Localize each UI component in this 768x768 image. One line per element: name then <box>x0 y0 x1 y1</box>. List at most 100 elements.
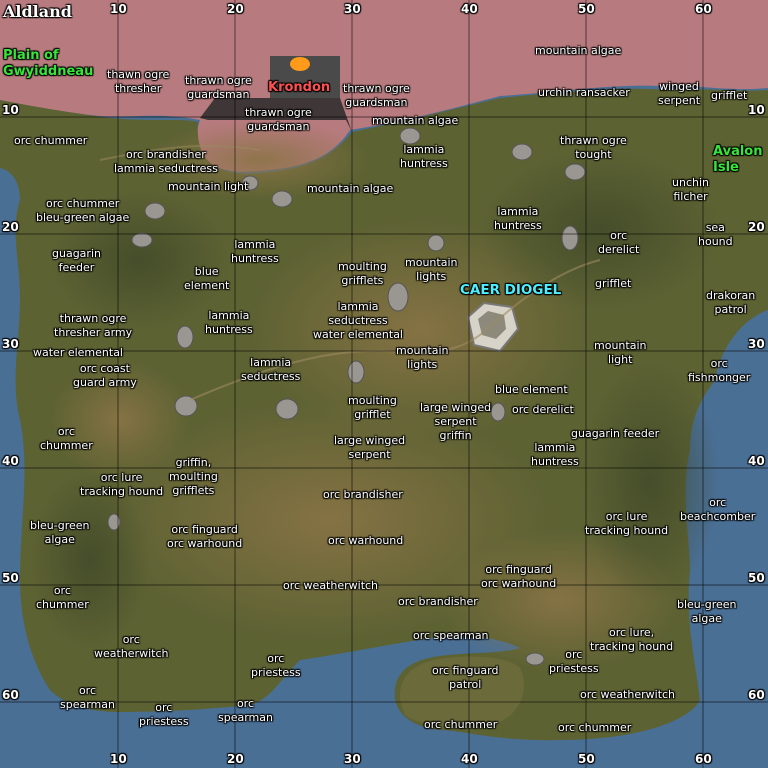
coord-top: 10 <box>110 2 127 16</box>
monster-label: blue element <box>495 383 568 396</box>
coord-top: 40 <box>461 2 478 16</box>
krondon-fire <box>290 57 310 71</box>
monster-label: orc spearman <box>413 629 489 642</box>
region-line: Isle <box>713 160 739 175</box>
monster-label: orc lure,tracking hound <box>590 626 674 653</box>
southern-peninsula <box>399 656 524 727</box>
coord-left: 30 <box>2 337 19 351</box>
region-line: Gwyiddneau <box>3 64 94 79</box>
monster-label: orc chummer <box>558 721 632 734</box>
coord-left: 20 <box>2 220 19 234</box>
coord-left: 40 <box>2 454 19 468</box>
coord-left: 10 <box>2 103 19 117</box>
town-caer-diogel: CAER DIOGEL <box>460 282 562 298</box>
coord-right: 30 <box>748 337 765 351</box>
coord-left: 60 <box>2 688 19 702</box>
coord-top: 50 <box>578 2 595 16</box>
coord-right: 20 <box>748 220 765 234</box>
trail <box>99 144 261 161</box>
coord-top: 30 <box>344 2 361 16</box>
coord-right: 10 <box>748 103 765 117</box>
monster-label: mountain algae <box>535 44 622 57</box>
town-krondon: Krondon <box>268 80 331 95</box>
monster-label: mountain algae <box>307 182 394 195</box>
region-line: Avalon <box>713 144 763 159</box>
monster-label: mountain algae <box>372 114 459 127</box>
monster-label: orc chummer <box>424 718 498 731</box>
monster-label: mountain light <box>168 180 249 193</box>
monster-label: water elemental <box>33 346 123 359</box>
monster-label: orc chummer <box>14 134 88 147</box>
region-avalon-isle: Avalon Isle <box>713 144 763 176</box>
region-plain-of-gwyiddneau: Plain of Gwyiddneau <box>3 48 93 80</box>
highland <box>0 0 768 172</box>
monster-label: orc brandisher <box>398 595 478 608</box>
coord-top: 60 <box>695 2 712 16</box>
coord-bottom: 30 <box>344 752 361 766</box>
coord-left: 50 <box>2 571 19 585</box>
map-title: Aldland <box>3 2 72 21</box>
trail <box>189 259 601 401</box>
monster-label: orc weatherwitch <box>580 688 676 701</box>
monster-label: guagarin feeder <box>571 427 660 440</box>
monster-label: grifflet <box>595 277 632 290</box>
monster-label: grifflet <box>711 89 748 102</box>
monster-label: urchin ransacker <box>538 86 630 99</box>
coord-bottom: 50 <box>578 752 595 766</box>
coord-bottom: 20 <box>227 752 244 766</box>
monster-label: orc derelict <box>512 403 574 416</box>
region-line: Plain of <box>3 48 59 63</box>
monster-label: orc warhound <box>328 534 404 547</box>
coord-right: 50 <box>748 571 765 585</box>
coord-right: 40 <box>748 454 765 468</box>
monster-label: orc weatherwitch <box>283 579 379 592</box>
krondon-keep <box>200 98 352 132</box>
